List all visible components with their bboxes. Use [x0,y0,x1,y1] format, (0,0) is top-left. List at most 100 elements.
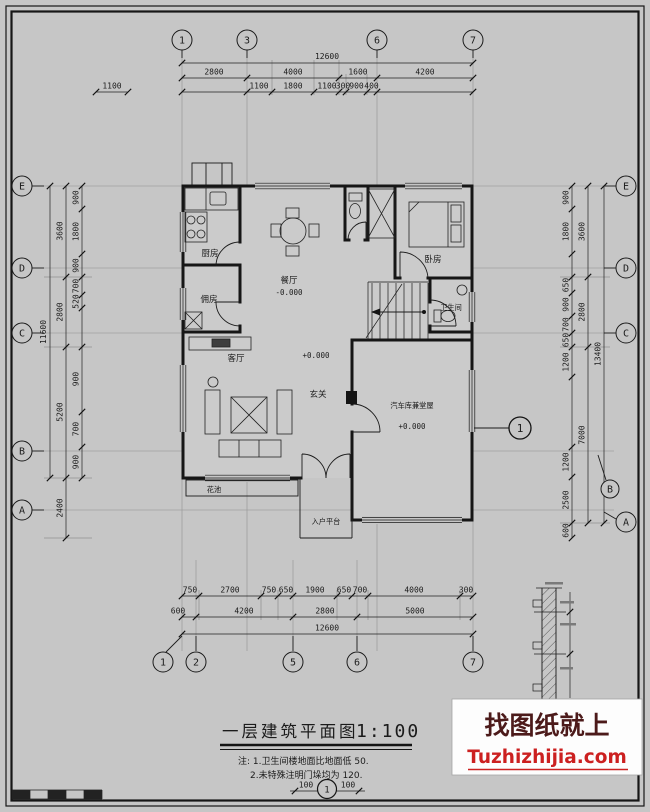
dim-label: 900 [562,297,571,312]
drawing-title: 一层建筑平面图 [222,722,359,741]
dim-label: 5200 [56,402,65,421]
room-label-bedroom: 卧房 [424,254,441,265]
callout-number: 1 [517,422,524,435]
watermark-site: Tuzhizhijia.com [467,747,626,768]
floor-plan [179,162,476,539]
note-line-1: 注: 1.卫生间楼地面比地面低 50. [238,755,369,767]
dim-label: 12600 [315,52,339,61]
room-label-garage: 汽车库兼堂屋 [390,401,433,410]
dim-label: 400 [364,82,379,91]
dim-label: 2700 [220,586,239,595]
room-label-foyer: 玄关 [309,389,327,400]
dim-label: 1800 [72,222,81,241]
room-label-kitchen: 厨房 [201,248,218,259]
dimensions-top: 12600 2800 4000 1600 4200 1100 1800 1100… [92,52,477,96]
dim-label: 1800 [283,82,302,91]
dimensions-right: 13400 3600 2800 7000 900 1800 650 900 70… [560,182,610,542]
room-label-porch: 入户平台 [312,517,341,526]
window-symbols [179,182,476,524]
scale-bar [11,789,103,800]
dimensions-left: 11600 3600 2800 5200 2400 900 1800 900 7… [39,182,92,542]
axis-label: D [19,264,25,275]
dim-label: 750 [183,586,198,595]
watermark-box [451,698,643,776]
dim-label: 7000 [578,425,587,444]
dim-label: 650 [279,586,294,595]
dim-label: 5000 [405,607,424,616]
dim-label: 2800 [204,68,223,77]
dim-label: 3600 [578,222,587,241]
axis-bubble-right: E D C B A [597,175,637,533]
axis-label: 6 [374,36,380,47]
dim-label: 2800 [56,302,65,321]
dim-label: 700 [353,586,368,595]
level-living: +0.000 [302,351,330,360]
drawing-scale: 1:100 [356,721,420,742]
dim-label: 4000 [283,68,302,77]
room-label-maid: 佣房 [200,294,217,305]
axis-bubble-top: 1 3 6 7 [171,29,484,58]
title-block: 一层建筑平面图 1:100 注: 1.卫生间楼地面比地面低 50. 2.未特殊注… [220,721,420,800]
level-garage: +0.000 [398,422,426,431]
axis-bubbles: 1 3 6 7 1 2 5 6 7 E D C B A E D C B A [11,29,637,673]
axis-label: B [607,485,613,496]
dim-label: 520 [72,294,81,309]
dim-label: 13400 [594,342,603,366]
dim-label: 2800 [578,302,587,321]
axis-label: E [623,182,629,193]
axis-label: E [19,182,25,193]
dim-label: 100 [341,781,356,790]
dim-label: 1200 [562,352,571,371]
dim-label: 3600 [56,221,65,240]
dim-label: 2500 [562,490,571,509]
dim-label: 4200 [234,607,253,616]
dim-label: 900 [72,190,81,205]
axis-label: C [19,329,25,340]
entry-platform-outline [299,478,353,539]
axis-label: A [623,518,629,529]
axis-label: 7 [470,36,476,47]
room-labels: 厨房 餐厅 -0.000 卧房 佣房 卫生间 客厅 +0.000 玄关 汽车库兼… [200,248,461,526]
axis-label: 7 [470,658,476,669]
axis-label: 3 [244,36,250,47]
dim-label: 4000 [404,586,423,595]
dim-label: 300 [336,82,351,91]
watermark: 找图纸就上 Tuzhizhijia.com [451,698,643,776]
foyer-column [346,391,357,404]
axis-label: 1 [160,658,166,669]
dim-label: 1900 [305,586,324,595]
flowerbed-outline [185,479,299,497]
dim-label: 900 [562,190,571,205]
dim-label: 700 [562,317,571,332]
dim-label: 900 [72,455,81,470]
dim-label: 900 [349,82,364,91]
dim-label: 4200 [415,68,434,77]
dim-label: 300 [459,586,474,595]
dim-label: 1600 [348,68,367,77]
dim-label: 900 [72,372,81,387]
dim-label: 650 [562,333,571,348]
watermark-text: 找图纸就上 [484,711,609,740]
axis-label: A [19,506,25,517]
level-dining: -0.000 [275,288,303,297]
dimensions-bottom: 750 2700 750 650 1900 650 700 4000 300 6… [171,586,477,638]
axis-label: 2 [193,658,199,669]
room-label-living: 客厅 [227,353,245,364]
dim-label: 750 [262,586,277,595]
dim-label: 100 [299,781,314,790]
dim-label: 2400 [56,498,65,517]
wall-section-detail [532,582,576,701]
room-label-dining: 餐厅 [280,276,298,286]
axis-label: D [623,264,629,275]
axis-label: 1 [179,36,185,47]
dim-label: 1800 [562,222,571,241]
detail-marker-number: 1 [324,786,329,796]
axis-label: 6 [354,658,360,669]
axis-bubble-left: E D C B A [11,175,44,521]
dim-label: 600 [562,523,571,538]
axis-bubble-bottom: 1 2 5 6 7 [152,635,484,673]
furniture [184,187,468,458]
interior-walls [181,184,474,342]
